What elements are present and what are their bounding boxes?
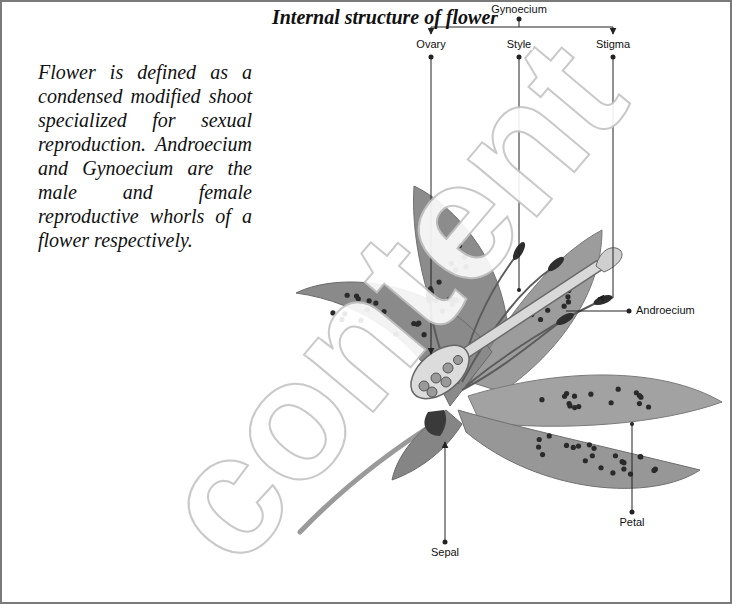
part-label: Style bbox=[505, 38, 533, 50]
stigma-shape bbox=[596, 248, 622, 272]
part-label: Gynoecium bbox=[489, 3, 549, 15]
sepal-shape bbox=[424, 410, 446, 436]
part-label: Stigma bbox=[594, 38, 632, 50]
part-label: Ovary bbox=[414, 38, 447, 50]
part-label: Androecium bbox=[634, 304, 697, 316]
diagram-title: Internal structure of flower bbox=[272, 6, 498, 29]
part-label: Petal bbox=[617, 516, 646, 528]
part-label: Sepal bbox=[429, 546, 461, 558]
description-text: Flower is defined as a condensed modifie… bbox=[38, 60, 252, 252]
